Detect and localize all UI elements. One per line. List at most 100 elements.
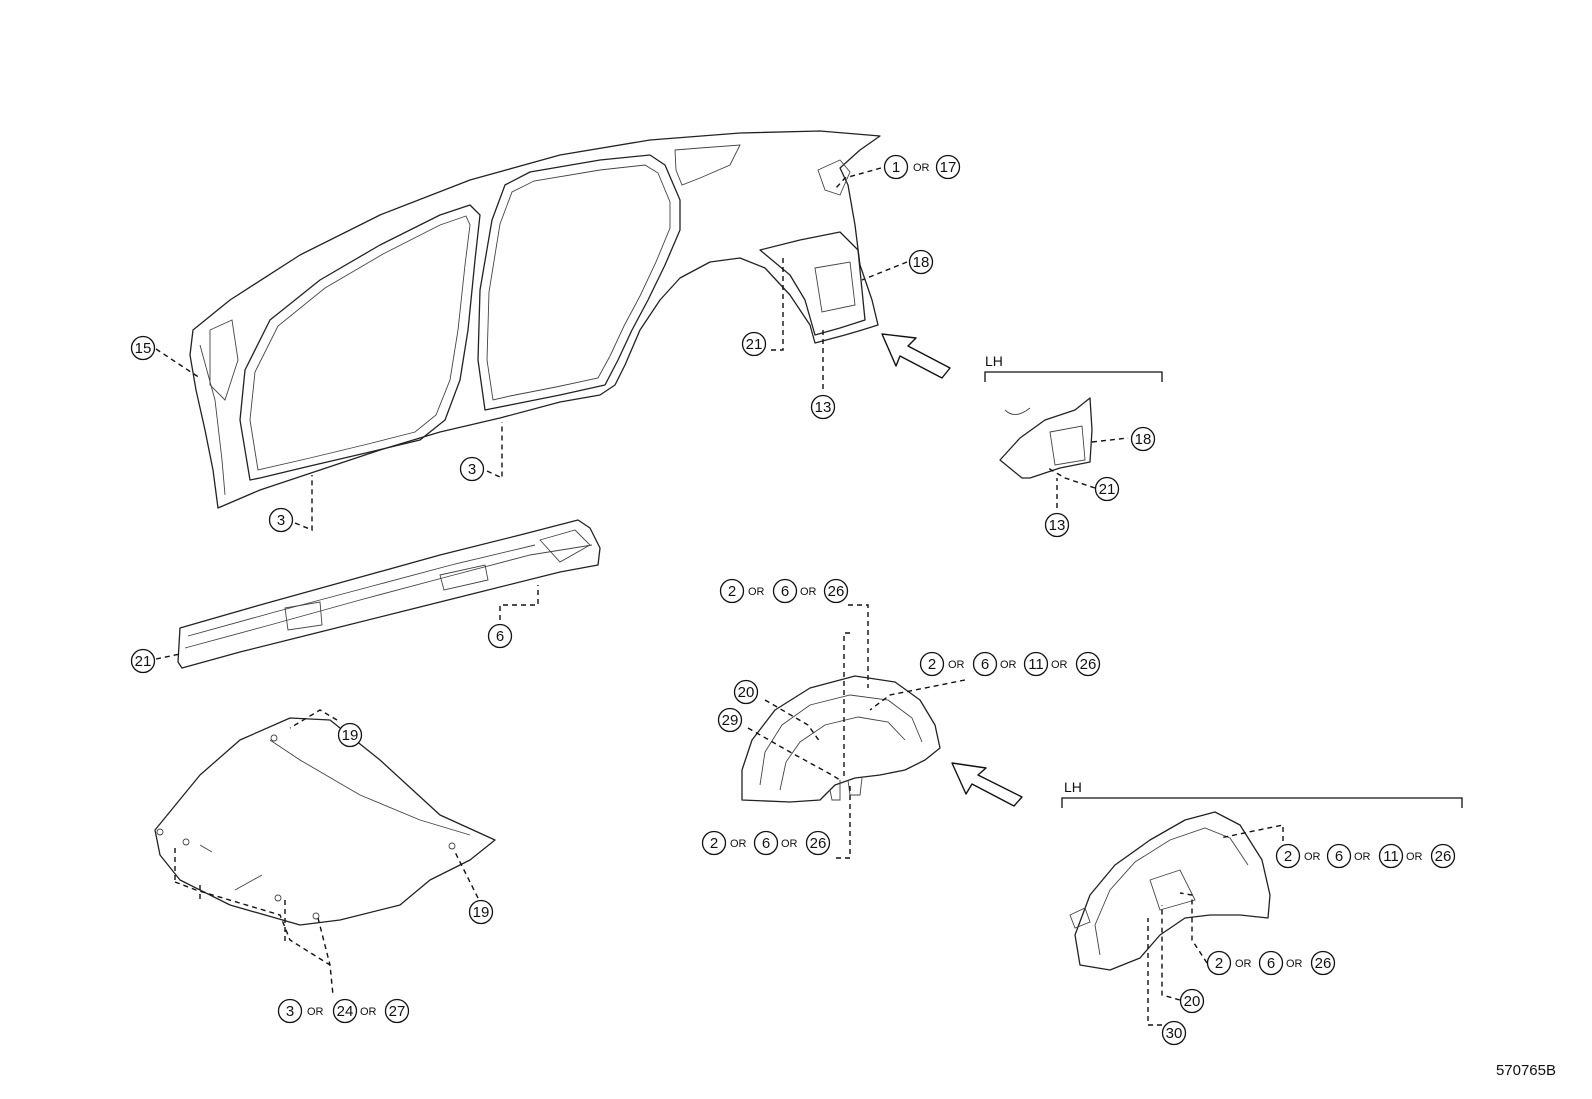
callout-30: 30 xyxy=(1161,1020,1187,1046)
svg-text:20: 20 xyxy=(738,684,755,701)
callout-26: 26 xyxy=(1430,843,1456,869)
svg-text:3: 3 xyxy=(277,512,285,529)
view-arrow-lower xyxy=(951,762,1023,807)
or-label: OR xyxy=(913,162,930,174)
or-label: OR xyxy=(781,838,798,850)
svg-text:1: 1 xyxy=(892,159,900,176)
or-label: OR xyxy=(948,659,965,671)
callout-13: 13 xyxy=(1044,512,1070,538)
callout-17: 17 xyxy=(935,154,961,180)
or-label: OR xyxy=(1000,659,1017,671)
callout-2: 2 xyxy=(919,651,945,677)
svg-text:20: 20 xyxy=(1184,993,1201,1010)
lh-bracket-upper xyxy=(984,371,1163,382)
rear-wheel-house-rh xyxy=(741,675,941,803)
hood-panel xyxy=(154,717,496,926)
svg-text:26: 26 xyxy=(1080,656,1097,673)
rocker-sill-panel xyxy=(177,519,601,669)
callout-11: 11 xyxy=(1378,843,1404,869)
or-label: OR xyxy=(1354,851,1371,863)
callout-6: 6 xyxy=(972,651,998,677)
svg-text:26: 26 xyxy=(1315,955,1332,972)
callout-11: 11 xyxy=(1023,651,1049,677)
svg-text:2: 2 xyxy=(928,656,936,673)
callout-13: 13 xyxy=(810,394,836,420)
or-label: OR xyxy=(360,1006,377,1018)
svg-text:13: 13 xyxy=(1049,517,1066,534)
svg-text:15: 15 xyxy=(135,340,152,357)
callout-26: 26 xyxy=(805,830,831,856)
or-label: OR xyxy=(730,838,747,850)
callout-20: 20 xyxy=(1179,988,1205,1014)
callout-1: 1 xyxy=(883,154,909,180)
svg-text:19: 19 xyxy=(342,727,359,744)
callout-2: 2 xyxy=(719,578,745,604)
or-label: OR xyxy=(1235,958,1252,970)
or-label: OR xyxy=(748,586,765,598)
svg-text:13: 13 xyxy=(815,399,832,416)
callout-19: 19 xyxy=(468,899,494,925)
svg-text:18: 18 xyxy=(913,254,930,271)
callout-6: 6 xyxy=(487,623,513,649)
callout-2: 2 xyxy=(1206,950,1232,976)
lh-bracket-lower xyxy=(1061,797,1463,808)
callout-26: 26 xyxy=(1075,651,1101,677)
svg-text:21: 21 xyxy=(1099,481,1116,498)
or-label: OR xyxy=(1406,851,1423,863)
callout-21: 21 xyxy=(130,648,156,674)
or-label: OR xyxy=(1051,659,1068,671)
svg-text:24: 24 xyxy=(337,1003,354,1020)
callout-3: 3 xyxy=(268,507,294,533)
callout-29: 29 xyxy=(717,707,743,733)
svg-text:6: 6 xyxy=(1267,955,1275,972)
callout-20: 20 xyxy=(733,679,759,705)
svg-text:26: 26 xyxy=(1435,848,1452,865)
figure-code: 570765B xyxy=(1496,1062,1556,1079)
svg-text:17: 17 xyxy=(940,159,957,176)
callout-15: 15 xyxy=(130,335,156,361)
svg-text:6: 6 xyxy=(781,583,789,600)
lh-label: LH xyxy=(985,353,1003,369)
callout-19: 19 xyxy=(337,722,363,748)
svg-text:2: 2 xyxy=(1284,848,1292,865)
or-label: OR xyxy=(307,1006,324,1018)
callout-6: 6 xyxy=(753,830,779,856)
callout-2: 2 xyxy=(1275,843,1301,869)
rear-wheel-house-lh xyxy=(1069,811,1271,971)
callout-21: 21 xyxy=(741,331,767,357)
leader-lines xyxy=(155,167,1284,1026)
svg-text:18: 18 xyxy=(1135,431,1152,448)
svg-text:11: 11 xyxy=(1028,656,1044,673)
svg-text:26: 26 xyxy=(810,835,827,852)
svg-text:6: 6 xyxy=(496,628,504,645)
svg-text:3: 3 xyxy=(468,461,476,478)
svg-text:30: 30 xyxy=(1166,1025,1183,1042)
callout-21: 21 xyxy=(1094,476,1120,502)
svg-text:6: 6 xyxy=(1335,848,1343,865)
quarter-panel-inner-lh xyxy=(999,397,1093,479)
callout-24: 24 xyxy=(332,998,358,1024)
lh-label: LH xyxy=(1064,779,1082,795)
svg-text:2: 2 xyxy=(710,835,718,852)
callout-6: 6 xyxy=(1326,843,1352,869)
svg-text:27: 27 xyxy=(389,1003,406,1020)
svg-text:19: 19 xyxy=(473,904,490,921)
svg-text:21: 21 xyxy=(746,336,763,353)
svg-text:2: 2 xyxy=(1215,955,1223,972)
svg-text:6: 6 xyxy=(981,656,989,673)
callout-18: 18 xyxy=(908,249,934,275)
svg-text:29: 29 xyxy=(722,712,739,729)
svg-text:26: 26 xyxy=(828,583,845,600)
view-arrow-upper xyxy=(881,333,951,379)
svg-text:21: 21 xyxy=(135,653,152,670)
svg-text:2: 2 xyxy=(728,583,736,600)
callout-6: 6 xyxy=(1258,950,1284,976)
callout-18: 18 xyxy=(1130,426,1156,452)
callout-3: 3 xyxy=(459,456,485,482)
callout-2: 2 xyxy=(701,830,727,856)
callout-27: 27 xyxy=(384,998,410,1024)
svg-text:3: 3 xyxy=(286,1003,294,1020)
svg-text:6: 6 xyxy=(762,835,770,852)
callout-3: 3 xyxy=(277,998,303,1024)
